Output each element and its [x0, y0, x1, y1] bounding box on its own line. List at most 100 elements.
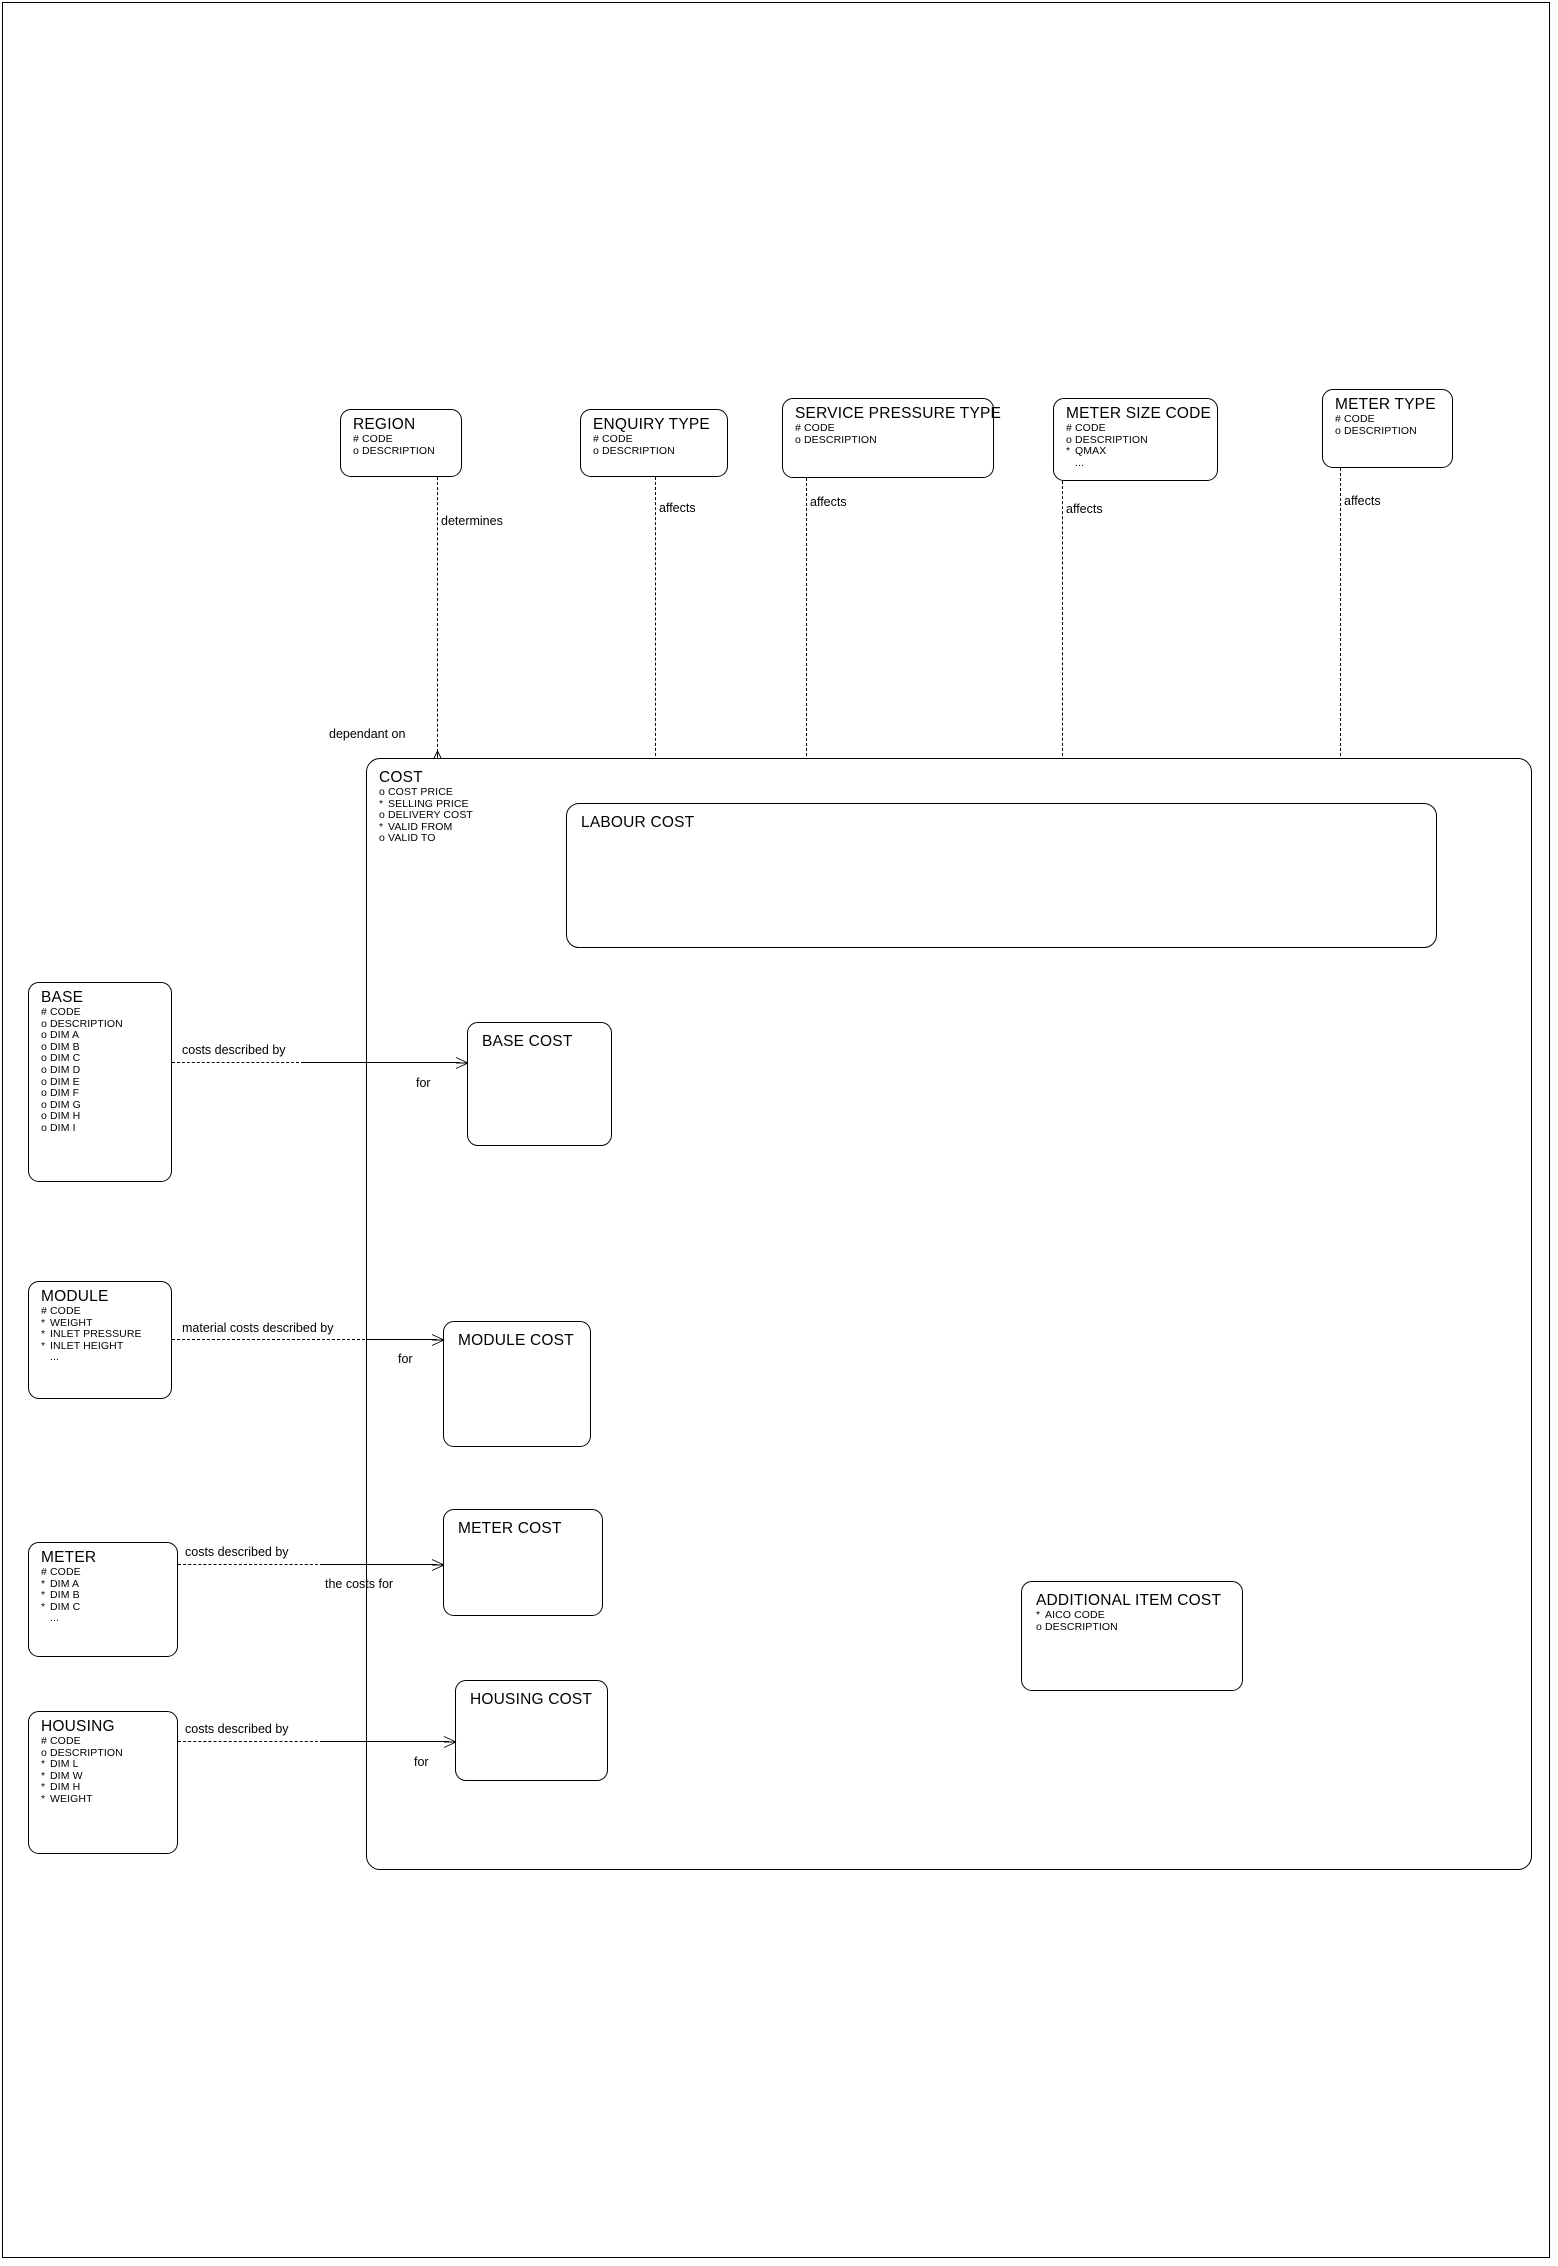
entity-name: MODULE: [41, 1288, 109, 1305]
entity-name: METER SIZE CODE: [1066, 405, 1212, 422]
attribute-mark: o: [795, 433, 801, 446]
entity-name: METER TYPE: [1335, 396, 1436, 413]
attribute-mark: o: [41, 1098, 47, 1111]
attribute-label: CODE: [602, 433, 633, 445]
attribute-row: *DIM A: [41, 1577, 168, 1591]
attribute-mark: #: [593, 433, 599, 445]
attribute-label: COST PRICE: [388, 786, 453, 798]
attribute-label: DESCRIPTION: [1075, 433, 1148, 446]
entity-name: MODULE COST: [458, 1332, 574, 1349]
attribute-mark: #: [41, 1006, 47, 1018]
attribute-label: DIM D: [50, 1063, 81, 1076]
attribute-label: DIM H: [50, 1781, 81, 1794]
attribute-mark: o: [41, 1029, 47, 1042]
entity-module[interactable]: MODULE #CODE *WEIGHT *INLET PRESSURE *IN…: [28, 1281, 172, 1399]
entity-name: ENQUIRY TYPE: [593, 416, 710, 433]
entity-name: COST: [379, 769, 423, 786]
attribute-label: DIM B: [50, 1040, 80, 1053]
attribute-mark: o: [41, 1746, 47, 1759]
attribute-row: *DIM H: [41, 1782, 168, 1794]
attribute-row: *SELLING PRICE: [379, 798, 1531, 811]
entity-name: REGION: [353, 416, 416, 433]
attribute-row: *INLET HEIGHT: [41, 1339, 162, 1353]
attribute-mark: #: [353, 433, 359, 445]
attribute-label: VALID TO: [388, 832, 436, 845]
entity-housing-cost[interactable]: HOUSING COST: [455, 1680, 608, 1781]
attribute-row: #CODE: [1066, 422, 1208, 435]
attribute-row: *WEIGHT: [41, 1792, 168, 1806]
attribute-mark: *: [41, 1577, 46, 1590]
attribute-row: *DIM C: [41, 1601, 168, 1614]
attribute-mark: o: [379, 832, 385, 845]
attribute-row: *AICO CODE: [1036, 1609, 1242, 1622]
relationship-label-affects-meter-size: affects: [1066, 502, 1103, 516]
attribute-mark: *: [41, 1339, 46, 1352]
attribute-label: ...: [50, 1612, 60, 1625]
attribute-label: CODE: [1075, 422, 1106, 434]
entity-name: ADDITIONAL ITEM COST: [1036, 1592, 1222, 1609]
attribute-row: #CODE: [795, 422, 984, 435]
attribute-mark: *: [1066, 445, 1071, 458]
attribute-label: DIM C: [50, 1052, 81, 1065]
attribute-mark: #: [795, 422, 801, 434]
entity-labour-cost[interactable]: LABOUR COST: [566, 803, 1437, 948]
relationship-label-module-cost-for: for: [398, 1352, 413, 1366]
attribute-label: DESCRIPTION: [1344, 424, 1417, 437]
attribute-row: *DIM W: [41, 1770, 168, 1783]
connector-meter-to-meter-cost-solid: [323, 1564, 437, 1565]
connector-meter-to-meter-cost-dashed: [178, 1564, 323, 1565]
attribute-row: #CODE: [353, 433, 452, 446]
entity-meter-cost[interactable]: METER COST: [443, 1509, 603, 1616]
attribute-mark: *: [41, 1758, 46, 1771]
attribute-mark: #: [1335, 413, 1341, 425]
entity-module-cost[interactable]: MODULE COST: [443, 1321, 591, 1447]
attribute-mark: *: [41, 1792, 46, 1805]
attribute-label: CODE: [804, 422, 835, 434]
attribute-mark: o: [353, 444, 359, 457]
entity-name: SERVICE PRESSURE TYPE: [795, 405, 1002, 422]
entity-base-cost[interactable]: BASE COST: [467, 1022, 612, 1146]
attribute-mark: o: [593, 444, 599, 457]
relationship-label-affects-meter-type: affects: [1344, 494, 1381, 508]
attribute-label: CODE: [50, 1006, 81, 1018]
attribute-label: DESCRIPTION: [804, 433, 877, 446]
crowfoot-base-cost: [455, 1056, 469, 1069]
entity-name: LABOUR COST: [581, 814, 695, 831]
connector-meter-size-to-labour: [1062, 481, 1063, 771]
relationship-label-dependant-on: dependant on: [329, 727, 406, 741]
attribute-row: #CODE: [41, 1735, 168, 1748]
connector-module-to-module-cost-dashed: [172, 1339, 370, 1340]
relationship-label-affects-service-pressure: affects: [810, 495, 847, 509]
attribute-row: ...: [1066, 457, 1208, 470]
attribute-label: DIM G: [50, 1098, 81, 1111]
attribute-label: DIM E: [50, 1075, 80, 1088]
relationship-label-housing-costs-described-by: costs described by: [185, 1722, 289, 1736]
attribute-mark: *: [41, 1316, 46, 1329]
attribute-mark: o: [41, 1121, 47, 1134]
attribute-row: ...: [41, 1352, 162, 1364]
attribute-row: *VALID FROM: [379, 821, 1531, 834]
attribute-label: DIM I: [50, 1121, 76, 1134]
entity-meter[interactable]: METER #CODE *DIM A *DIM B *DIM C ...: [28, 1542, 178, 1657]
